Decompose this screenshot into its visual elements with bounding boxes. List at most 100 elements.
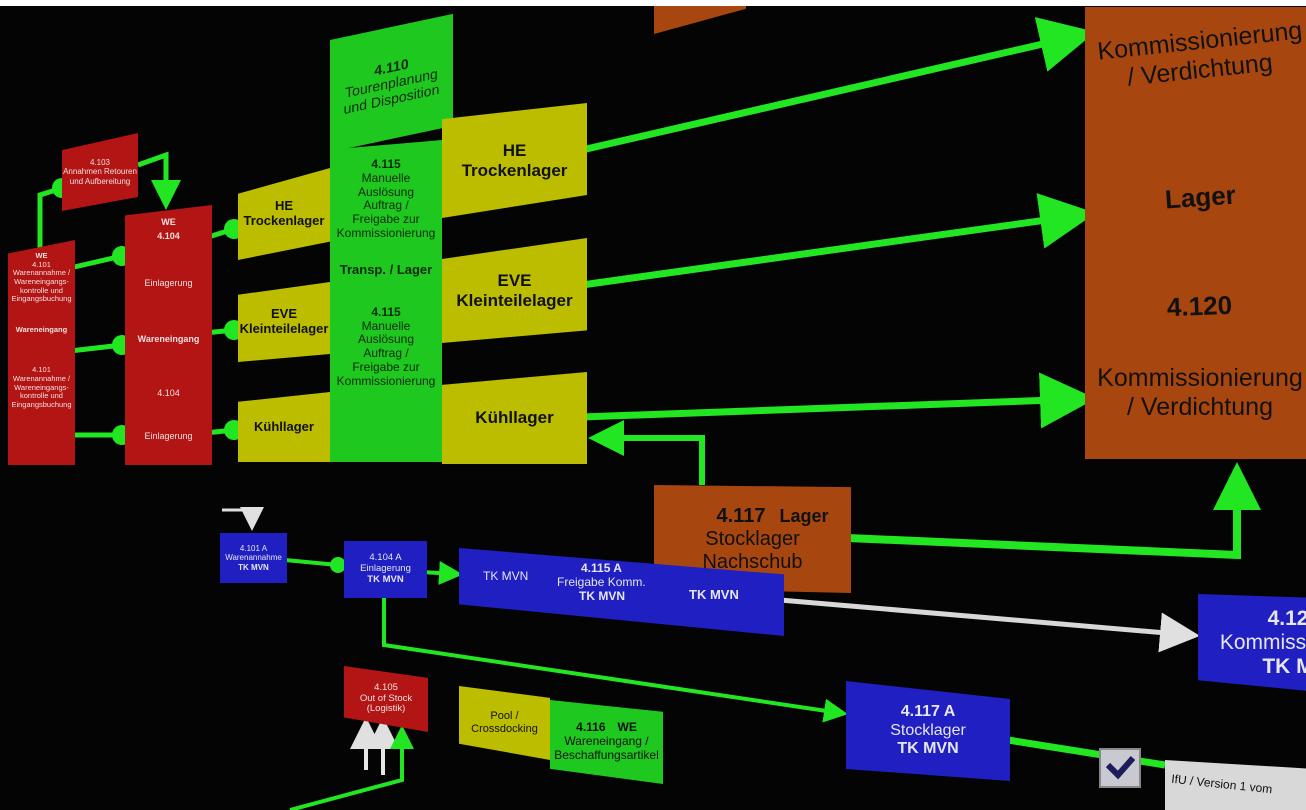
- node-id: 4.104 A: [369, 552, 402, 564]
- connector-4101a-4104a: [284, 557, 346, 573]
- connector-kuehl-4120: [581, 372, 1096, 429]
- node-tag: WE: [617, 720, 637, 735]
- node-label: Stocklager: [890, 721, 966, 739]
- node-section: Wareneingang: [137, 334, 200, 345]
- node-tag: EVE: [270, 306, 297, 322]
- connector-4104a-4115a: [421, 561, 463, 586]
- node-label: Kommiss: [1219, 630, 1306, 654]
- node-label: Kleinteilelager: [456, 290, 573, 310]
- node-tag: WE: [35, 251, 48, 260]
- node-label: Einlagerung: [360, 563, 411, 575]
- node-tag: TK MVN: [689, 587, 739, 602]
- node-4101[interactable]: WE 4.101 Warenannahme / Wareneingangs- k…: [8, 240, 75, 465]
- node-label: Kommissionierung: [336, 373, 436, 388]
- node-id: 4.104: [157, 388, 180, 399]
- connector-4115a-412a: [779, 597, 1200, 653]
- node-label: Kühllager: [475, 408, 554, 428]
- node-kuehllager-left[interactable]: Kühllager: [238, 392, 330, 462]
- node-label: Einlagerung: [144, 430, 193, 441]
- version-label: IfU / Version 1 vom: [1165, 760, 1306, 810]
- node-label: Auslösung: [357, 184, 415, 199]
- top-strip: [0, 0, 1306, 6]
- connector-4117-kuehl: [588, 420, 705, 485]
- node-id: 4.101: [32, 259, 51, 269]
- node-4117a[interactable]: 4.117 A Stocklager TK MVN: [846, 681, 1010, 781]
- node-label: Eingangsbuchung: [11, 399, 72, 409]
- node-label: Stocklager: [705, 527, 800, 550]
- node-tag: TK MVN: [367, 573, 404, 585]
- node-label: Auftrag /: [363, 198, 409, 213]
- connector-4101-4104-a: [69, 246, 132, 271]
- node-tag: EVE: [497, 270, 532, 290]
- node-id: 4.101 A: [239, 544, 268, 554]
- node-4101a[interactable]: 4.101 A Warenannahme TK MVN: [220, 533, 287, 583]
- node-eve-kleinteilelager-left[interactable]: EVE Kleinteilelager: [238, 282, 330, 362]
- node-label: Warenannahme: [225, 553, 282, 563]
- node-section: Wareneingang: [15, 324, 68, 334]
- node-tag: HE: [274, 198, 294, 214]
- node-label: Warenannahme /: [12, 374, 71, 383]
- node-412a[interactable]: 4.12 Kommiss TK M: [1198, 594, 1306, 692]
- node-label: Warenannahme /: [12, 268, 71, 278]
- node-he-trockenlager-right[interactable]: HE Trockenlager: [442, 103, 587, 218]
- node-section: Transp. / Lager: [339, 261, 433, 277]
- connector-4104a-4117a: [382, 598, 848, 723]
- node-label: Einlagerung: [144, 277, 193, 288]
- connector-4101-4103: [37, 178, 72, 250]
- version-text: IfU / Version 1 vom: [1170, 771, 1273, 797]
- node-id: 4.117: [716, 504, 766, 527]
- node-label: Auftrag /: [363, 346, 409, 361]
- node-tag: TK MVN: [579, 589, 625, 603]
- node-4116[interactable]: 4.116 WE Wareneingang / Beschaffungsarti…: [550, 700, 663, 784]
- node-label: Kommissionierung: [336, 225, 436, 240]
- node-id: 4.116: [576, 720, 606, 735]
- node-label: Freigabe zur: [352, 359, 420, 374]
- node-label: Annahmen Retouren: [63, 167, 137, 177]
- node-label: Nachschub: [702, 550, 803, 573]
- node-section: Lager: [1163, 179, 1237, 214]
- node-label: Crossdocking: [471, 723, 538, 735]
- node-label: Manuelle: [361, 170, 411, 185]
- node-label: Kühllager: [254, 418, 314, 434]
- node-label: Wareneingangs-: [14, 382, 69, 392]
- node-label: Trockenlager: [461, 160, 568, 180]
- node-label: Kleinteilelager: [239, 321, 329, 336]
- node-4104a[interactable]: 4.104 A Einlagerung TK MVN: [344, 541, 427, 598]
- connector-he-4120: [581, 17, 1096, 154]
- node-label: Pool /: [490, 710, 519, 723]
- node-4115[interactable]: 4.115 Manuelle Auslösung Auftrag / Freig…: [330, 140, 442, 462]
- connector-4117a-footer: [1007, 736, 1166, 769]
- connector-eve-4120: [581, 193, 1096, 289]
- node-tag: TK M: [1262, 655, 1306, 679]
- node-label: Beschaffungsartikel: [554, 747, 659, 762]
- node-label: Out of Stock: [359, 692, 413, 704]
- connector-4101-4104-b: [69, 335, 132, 355]
- node-id: 4.105: [374, 681, 398, 693]
- node-label: und Aufbereitung: [69, 176, 131, 186]
- node-label: Wareneingang /: [564, 734, 649, 749]
- connector-4117-4120: [847, 462, 1261, 560]
- node-kuehllager-right[interactable]: Kühllager: [442, 372, 587, 464]
- node-tag: TK MVN: [897, 740, 959, 758]
- checkmark-icon[interactable]: [1099, 748, 1141, 788]
- node-label: / Verdichtung: [1127, 393, 1273, 422]
- node-label: Wareneingangs-: [14, 276, 69, 286]
- node-label: Freigabe zur: [352, 212, 420, 227]
- node-label: kontrolle und: [20, 285, 63, 295]
- node-label: Eingangsbuchung: [11, 294, 72, 304]
- node-id: 4.120: [1166, 290, 1234, 323]
- node-label: (Logistik): [366, 703, 406, 715]
- node-id: 4.104: [157, 231, 180, 242]
- connector-oos-in-3: [289, 725, 414, 810]
- node-label: Trockenlager: [243, 213, 325, 228]
- node-4104[interactable]: WE 4.104 Einlagerung Wareneingang 4.104 …: [125, 205, 212, 465]
- node-tag: WE: [161, 217, 176, 227]
- node-tag: TK MVN: [483, 569, 529, 583]
- node-label: kontrolle und: [20, 391, 63, 401]
- node-id: 4.115: [371, 157, 401, 171]
- node-id: 4.12: [1267, 606, 1306, 630]
- connector-4103-4104: [137, 151, 181, 210]
- node-4120[interactable]: Kommissionierung / Verdichtung Lager 4.1…: [1085, 7, 1306, 459]
- node-label: Kommissionierung: [1097, 364, 1303, 393]
